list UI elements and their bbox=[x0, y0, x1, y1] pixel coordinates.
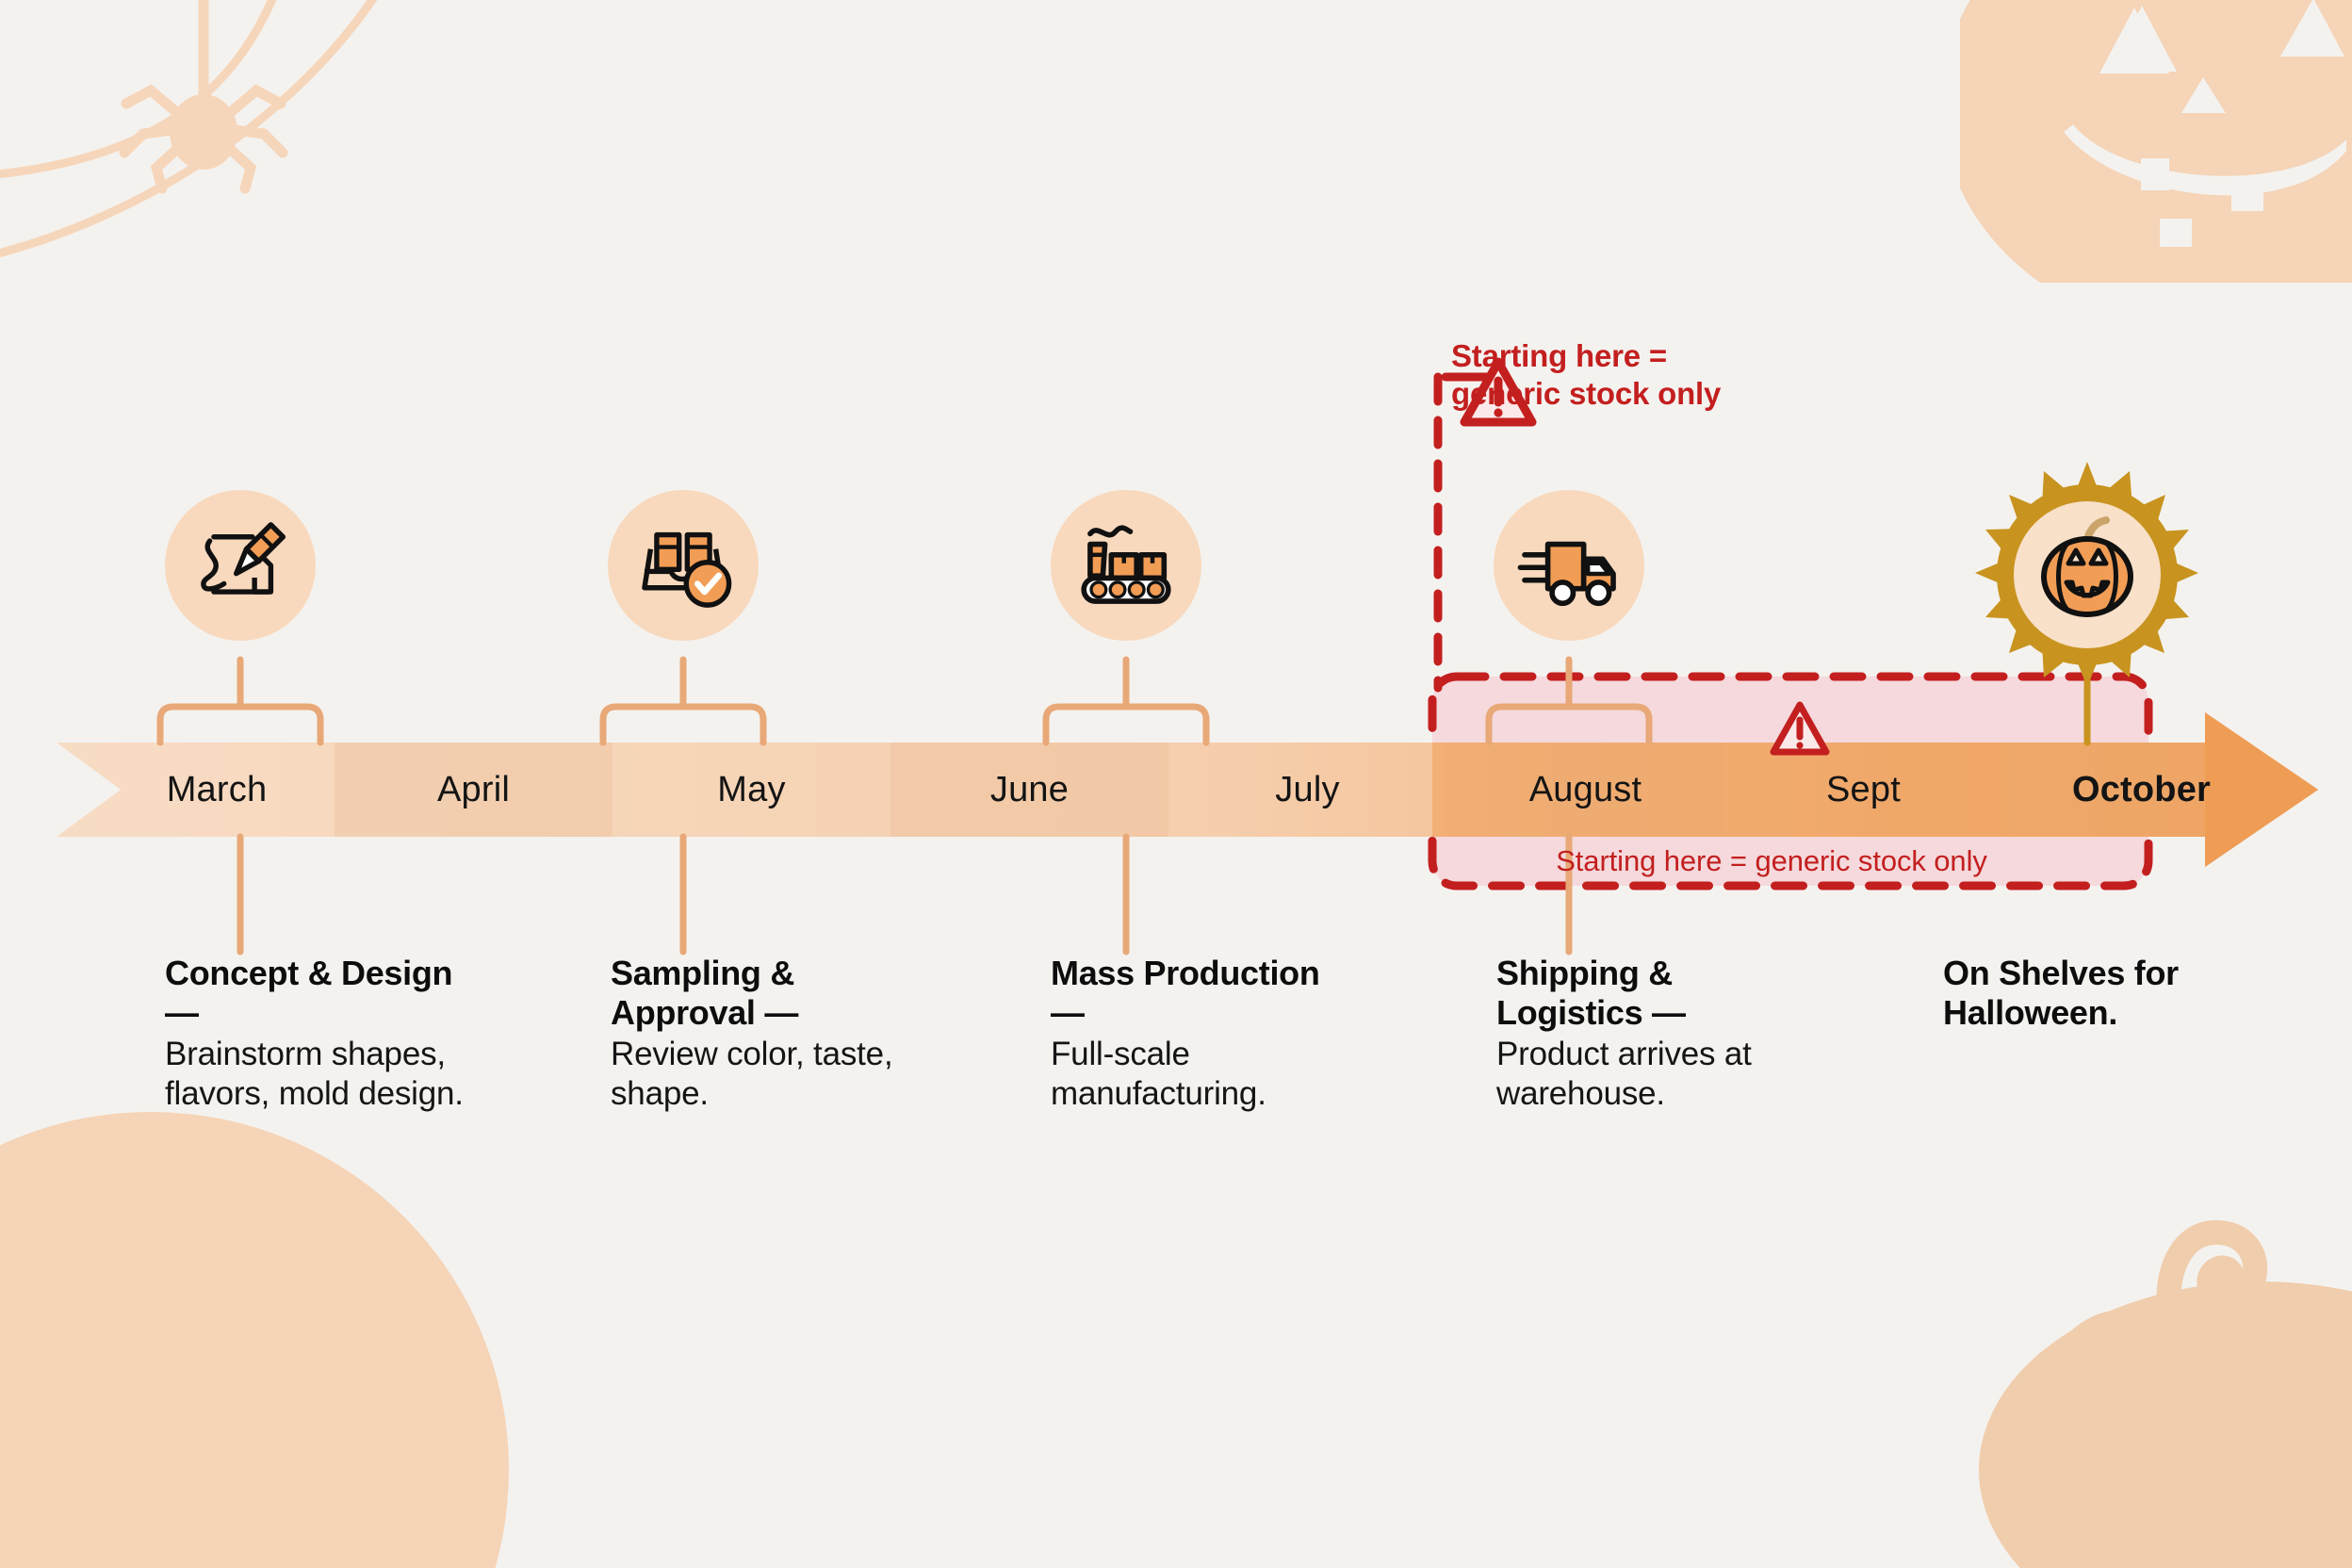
callout-line-1: Starting here = bbox=[1451, 338, 1667, 373]
callout-text-block: Starting here = generic stock only bbox=[1451, 337, 1894, 414]
step-title-2: Sampling & Approval — bbox=[611, 954, 799, 1033]
step-title-4: Shipping & Logistics — bbox=[1496, 954, 1686, 1033]
step-title-5: On Shelves for Halloween. bbox=[1943, 954, 2179, 1033]
spider-web-icon bbox=[0, 0, 378, 258]
month-label-august: August bbox=[1528, 769, 1642, 809]
step-text-concept-design: Concept & Design — Brainstorm shapes, fl… bbox=[165, 954, 476, 1114]
month-label-october: October bbox=[2071, 769, 2212, 809]
month-label-april: April bbox=[436, 769, 511, 809]
callout-line-2: generic stock only bbox=[1451, 376, 1722, 412]
node-circle-concept-design bbox=[165, 490, 316, 641]
node-circle-sampling-approval bbox=[608, 490, 759, 641]
factory-conveyor-icon bbox=[1081, 525, 1171, 604]
step-desc-4: Product arrives at warehouse. bbox=[1496, 1036, 1752, 1113]
pencil-design-icon bbox=[201, 522, 286, 595]
pumpkin-badge-icon bbox=[1975, 462, 2198, 687]
step-title-1: Concept & Design — bbox=[165, 954, 453, 1033]
delivery-truck-icon bbox=[1517, 541, 1616, 607]
node-circle-shipping-logistics bbox=[1494, 490, 1644, 641]
circle-blob-bottom-left bbox=[0, 1112, 509, 1568]
sample-approval-icon bbox=[642, 531, 732, 608]
highlight-region-label: Starting here = generic stock only bbox=[1556, 844, 1987, 877]
month-label-july: July bbox=[1275, 769, 1340, 809]
generic-stock-callout: Starting here = generic stock only bbox=[1451, 337, 1894, 414]
step-text-on-shelves: On Shelves for Halloween. bbox=[1943, 954, 2226, 1033]
bracket-1 bbox=[156, 703, 324, 746]
jack-o-lantern-icon bbox=[2041, 516, 2133, 617]
step-desc-2: Review color, taste, shape. bbox=[611, 1036, 893, 1113]
spider-body bbox=[170, 94, 237, 170]
node-badge-on-shelves bbox=[1974, 462, 2200, 688]
spider-icon bbox=[119, 0, 288, 194]
bracket-4 bbox=[1485, 703, 1653, 746]
month-label-sept: Sept bbox=[1826, 769, 1901, 809]
pumpkin-silhouette-top-right bbox=[1960, 0, 2352, 283]
step-text-sampling-approval: Sampling & Approval — Review color, tast… bbox=[611, 954, 922, 1114]
month-label-march: March bbox=[166, 769, 268, 809]
step-text-mass-production: Mass Production — Full-scale manufacturi… bbox=[1051, 954, 1362, 1114]
bracket-3 bbox=[1042, 703, 1210, 746]
step-title-3: Mass Production — bbox=[1051, 954, 1320, 1033]
step-text-shipping-logistics: Shipping & Logistics — Product arrives a… bbox=[1496, 954, 1807, 1114]
bracket-2 bbox=[599, 703, 767, 746]
step-desc-3: Full-scale manufacturing. bbox=[1051, 1036, 1266, 1113]
pumpkin-silhouette-bottom-right bbox=[1979, 1219, 2352, 1568]
step-desc-1: Brainstorm shapes, flavors, mold design. bbox=[165, 1036, 464, 1113]
node-circle-mass-production bbox=[1051, 490, 1201, 641]
month-label-may: May bbox=[717, 769, 786, 809]
month-label-june: June bbox=[989, 769, 1070, 809]
